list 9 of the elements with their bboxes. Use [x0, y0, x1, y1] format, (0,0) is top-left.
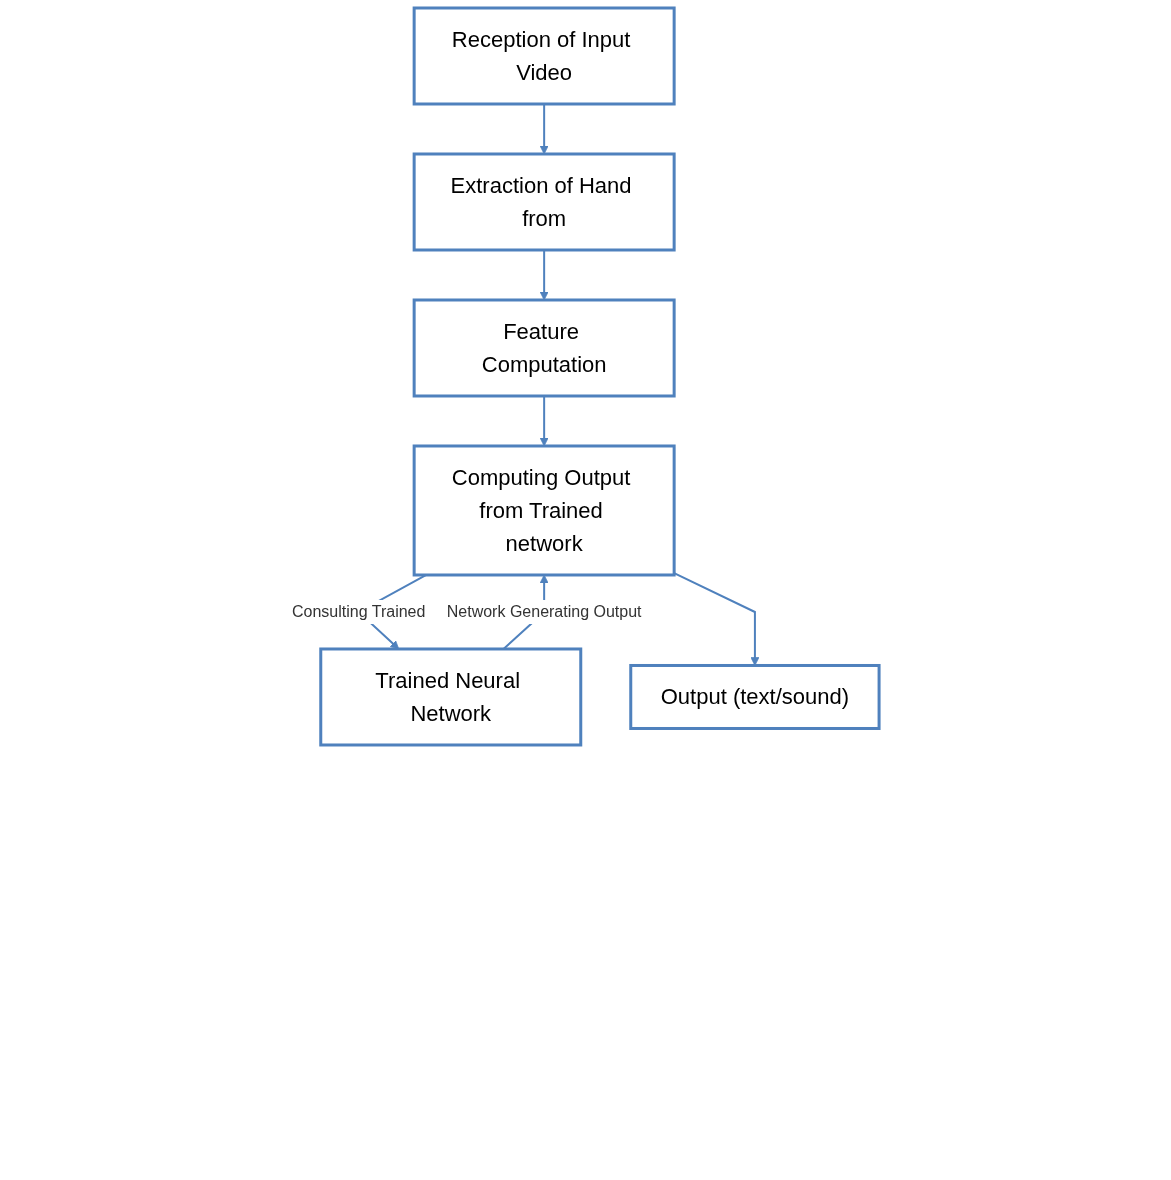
- node-box: Reception of Input Video: [412, 6, 676, 106]
- node-box: Extraction of Hand from: [412, 152, 676, 252]
- edge-label: Network Generating Output: [446, 602, 642, 620]
- node-box: Trained Neural Network: [319, 647, 583, 747]
- node-box: Computing Output from Trained network: [412, 444, 676, 577]
- edge-label: Consulting Trained: [291, 602, 426, 620]
- node-box: Output (text/sound): [629, 664, 881, 730]
- node-box: Feature Computation: [412, 298, 676, 398]
- arrow: [673, 572, 760, 666]
